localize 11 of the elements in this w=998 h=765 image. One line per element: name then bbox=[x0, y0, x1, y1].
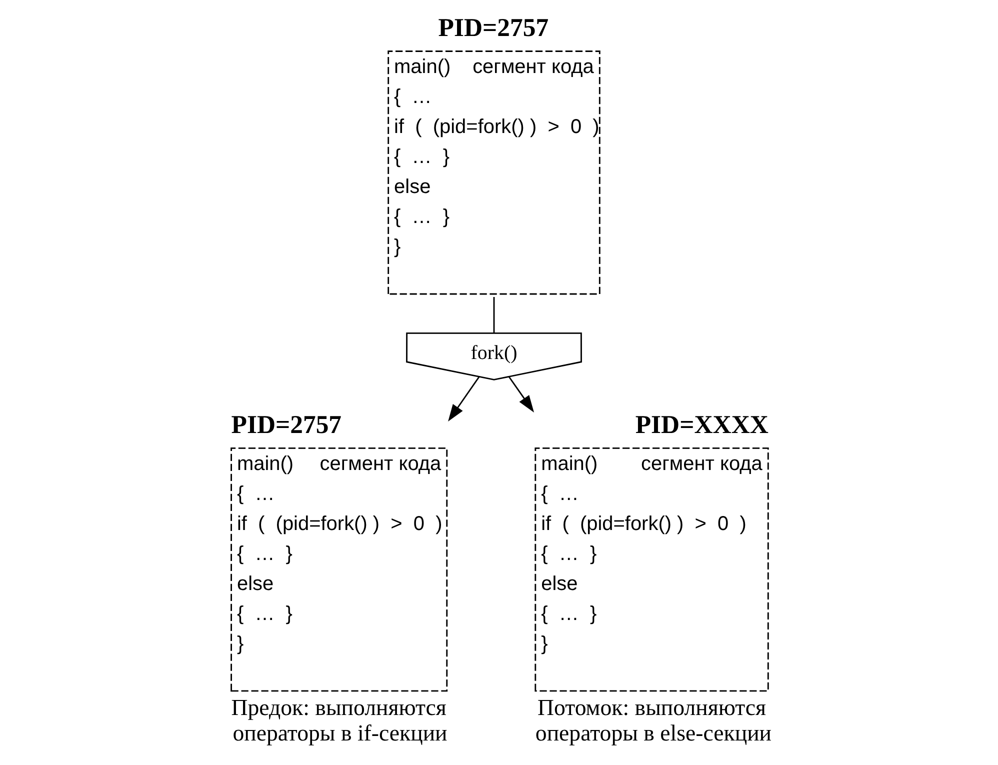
arrow bbox=[508, 376, 534, 413]
node-label: Потомок: выполняются операторы в else-секции bbox=[535, 694, 772, 746]
node-box: main() сегмент кода { … if ( (pid=fork() ) > 0 ) { … } else { … } } bbox=[230, 447, 448, 692]
connector bbox=[493, 296, 495, 334]
node-label: PID=2757 bbox=[231, 410, 342, 440]
node-label: PID=2757 bbox=[438, 13, 549, 42]
node-box: main() сегмент кода { … if ( (pid=fork() ) > 0 ) { … } else { … } } bbox=[534, 447, 769, 692]
node-label: PID=XXXX bbox=[635, 410, 768, 440]
node-box: main() сегмент кода { … if ( (pid=fork() ) > 0 ) { … } else { … } } bbox=[388, 50, 600, 295]
node-label: Предок: выполняются операторы в if-секции bbox=[231, 694, 448, 746]
arrow bbox=[448, 376, 480, 422]
